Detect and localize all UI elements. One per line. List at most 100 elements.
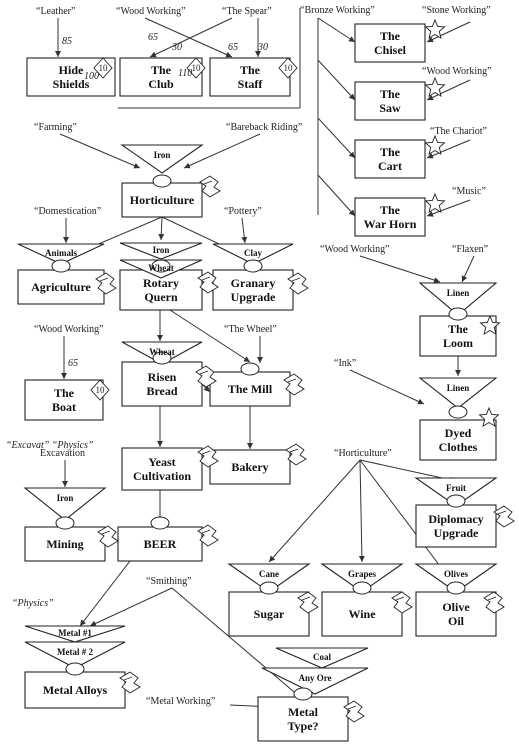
arrow — [158, 216, 165, 241]
connector-node — [446, 494, 466, 508]
scroll-icon — [297, 591, 319, 614]
node-label-wine: Wine — [348, 607, 376, 621]
scroll-icon — [199, 175, 221, 198]
node-label-bakery: Bakery — [231, 460, 268, 474]
resource-label-t_linen2: Linen — [447, 383, 470, 393]
scroll-icon-detail — [291, 277, 301, 282]
node-box-horti — [121, 182, 203, 218]
shapes — [17, 18, 515, 742]
scroll-icon-detail — [123, 676, 133, 681]
scroll-icon-detail — [289, 448, 299, 453]
connector-node — [51, 259, 71, 273]
resource-label-t_metal1: Metal #1 — [58, 628, 92, 638]
handwritten-note: 100 — [84, 71, 99, 82]
scroll-icon-detail — [287, 378, 297, 383]
scroll-icon-detail — [301, 596, 311, 601]
node-box-chisel — [354, 23, 426, 63]
handwritten-note: 110 — [178, 68, 192, 79]
resource-triangle-t_iron2 — [119, 242, 203, 260]
resource-label-t_iron1: Iron — [154, 150, 171, 160]
cost-badge-value: 10 — [96, 385, 106, 395]
arrow — [461, 255, 475, 283]
resource-label-t_iron3: Iron — [57, 493, 74, 503]
scroll-icon-detail — [201, 529, 211, 534]
prereq-label-s_woodworking3: “Wood Working” — [320, 244, 390, 255]
prereq-label-s_woodworking1: “Wood Working” — [116, 6, 186, 17]
resource-label-t_linen1: Linen — [447, 288, 470, 298]
handwritten-note: “Excavat” “Physics” — [6, 440, 94, 451]
arrow — [59, 133, 141, 169]
node-label-mill: The Mill — [228, 382, 273, 396]
resource-label-t_metal2: Metal # 2 — [57, 647, 93, 657]
arrow — [183, 133, 261, 169]
scroll-icon — [493, 505, 515, 528]
node-label-beer: BEER — [144, 537, 177, 551]
node-box-dyed — [419, 419, 497, 461]
scroll-icon — [197, 271, 219, 294]
prereq-label-s_horticulture: “Horticulture” — [334, 448, 392, 459]
resource-label-t_grapes: Grapes — [348, 569, 376, 579]
arrow — [241, 217, 248, 244]
connector-node — [55, 516, 75, 530]
prereq-label-s_domestication: “Domestication” — [34, 206, 101, 217]
resource-label-t_anyore: Any Ore — [298, 673, 331, 683]
connector-node — [240, 362, 260, 376]
scroll-icon-detail — [347, 705, 357, 710]
star-icon — [424, 192, 446, 214]
connector-node — [446, 581, 466, 595]
scroll-icon — [287, 272, 309, 295]
arrow — [317, 59, 356, 101]
node-box-cart — [354, 139, 426, 179]
resource-label-t_fruit: Fruit — [446, 483, 466, 493]
resource-triangle-t_metal2 — [24, 641, 126, 669]
resource-triangle-t_linen2 — [418, 377, 498, 409]
arrow — [169, 309, 251, 363]
node-box-beer — [117, 526, 203, 562]
prereq-label-s_flaxen: “Flaxen” — [452, 244, 488, 255]
scroll-icon — [343, 700, 365, 723]
connector-node — [352, 581, 372, 595]
arrow — [349, 369, 425, 405]
node-box-staff — [209, 57, 291, 97]
prereq-label-s_excavation: Excavation — [40, 448, 85, 459]
arrow — [89, 587, 173, 627]
scroll-icon — [391, 591, 413, 614]
node-label-agri: Agriculture — [31, 280, 91, 294]
scroll-icon — [197, 445, 219, 468]
connector-node — [152, 174, 172, 188]
prereq-label-s_farming: “Farming” — [34, 122, 77, 133]
node-box-warhorn — [354, 197, 426, 237]
cost-badge — [93, 57, 113, 79]
node-box-bakery — [209, 449, 291, 485]
handwritten-note: 65 — [68, 358, 78, 369]
resource-triangle-t_olives — [414, 563, 498, 593]
connector-node — [293, 687, 313, 701]
scroll-icon — [483, 591, 505, 614]
connector-node — [243, 259, 263, 273]
prereq-label-s_wheel: “The Wheel” — [224, 324, 277, 335]
arrow — [79, 560, 131, 627]
connector-node — [448, 307, 468, 321]
handwritten-note: “Physics” — [12, 598, 54, 609]
scroll-icon — [195, 365, 217, 388]
handwritten-note: 65 — [148, 32, 158, 43]
node-box-metaltype — [257, 696, 349, 742]
prereq-label-s_smithing: “Smithing” — [146, 576, 192, 587]
prereq-label-s_woodworking2: “Wood Working” — [422, 66, 492, 77]
star-icon — [478, 406, 500, 428]
resource-triangle-t_anyore — [261, 667, 369, 695]
node-box-club — [119, 57, 203, 97]
prereq-label-s_pottery: “Pottery” — [224, 206, 262, 217]
prereq-label-s_woodworking4: “Wood Working” — [34, 324, 104, 335]
resource-triangle-t_animals — [17, 243, 105, 265]
arrow — [317, 117, 356, 159]
